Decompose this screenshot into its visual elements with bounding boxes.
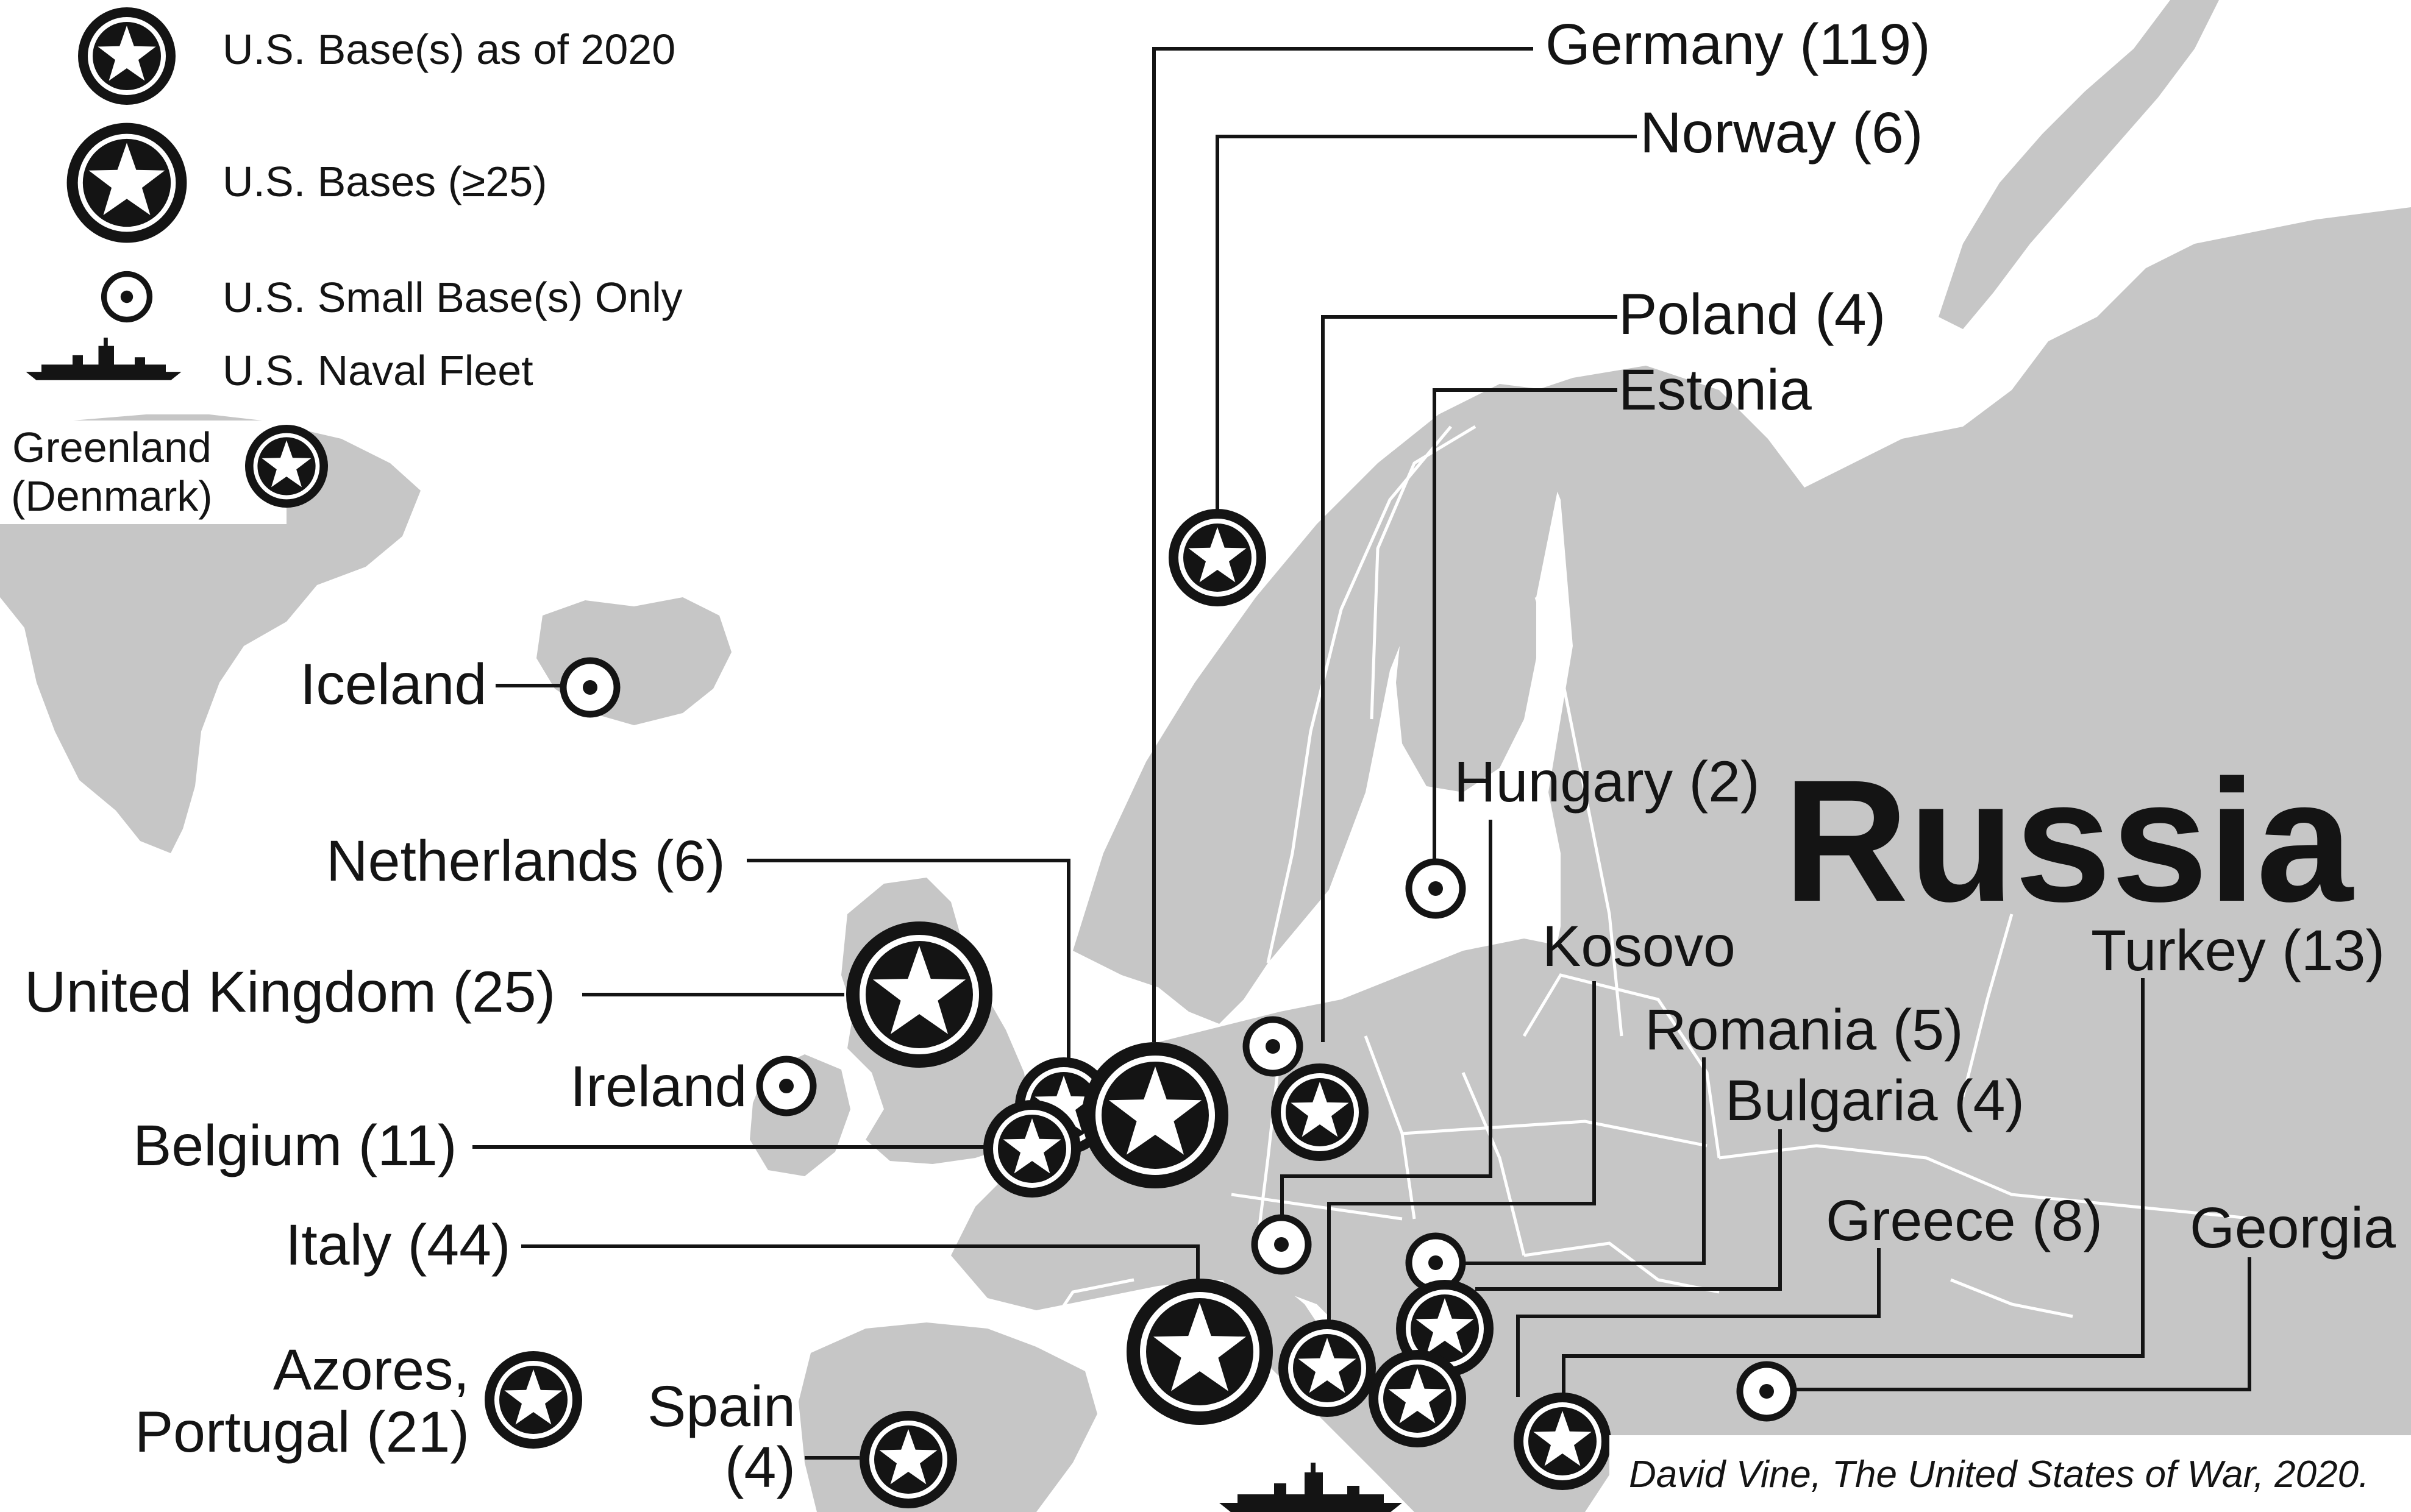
legend-label-small-base: U.S. Small Base(s) Only (223, 274, 683, 321)
bulgaria-label: Bulgaria (4) (1725, 1068, 2025, 1133)
legend-large-base-star-icon (66, 122, 187, 243)
hungary-small-base-icon (1255, 1218, 1308, 1271)
poland-label: Poland (4) (1619, 282, 1886, 347)
legend: U.S. Base(s) as of 2020 U.S. Bases (≥25)… (0, 0, 683, 414)
spain-base-marker-icon (860, 1411, 957, 1508)
spain-label-line1: Spain (647, 1374, 796, 1439)
iceland-land (536, 597, 732, 725)
azores-label-line2: Portugal (21) (135, 1400, 469, 1464)
romania-label: Romania (5) (1645, 998, 1964, 1062)
legend-base-star-icon (78, 7, 176, 105)
finland-land (1396, 421, 1561, 792)
estonia-small-base-icon (1409, 862, 1462, 915)
iceland-label: Iceland (300, 652, 486, 717)
greece-label: Greece (8) (1826, 1188, 2103, 1253)
country-borders (1035, 425, 2256, 1348)
turkey-base-marker-icon (1514, 1393, 1611, 1490)
belgium-base-marker-icon (983, 1100, 1081, 1198)
hungary-label: Hungary (2) (1454, 750, 1760, 814)
greenland-base-marker-icon (245, 425, 328, 508)
norway-label: Norway (6) (1640, 101, 1923, 165)
united-kingdom-label: United Kingdom (25) (24, 960, 555, 1024)
georgia-label: Georgia (2190, 1196, 2396, 1260)
legend-label-base: U.S. Base(s) as of 2020 (223, 26, 675, 73)
azores-base-marker-icon (485, 1351, 582, 1449)
poland-base-marker-icon (1271, 1063, 1369, 1161)
netherlands-label: Netherlands (6) (326, 829, 725, 893)
credit-text: David Vine, The United States of War, 20… (1629, 1453, 2369, 1496)
estonia-label: Estonia (1619, 358, 1812, 422)
ireland-small-base-icon (760, 1059, 813, 1113)
kosovo-label: Kosovo (1542, 914, 1736, 979)
ireland-label: Ireland (570, 1054, 747, 1119)
greenland-label-line1: Greenland (12, 424, 212, 471)
iceland-small-base-icon (563, 661, 617, 714)
legend-label-naval-fleet: U.S. Naval Fleet (223, 347, 533, 394)
italy-label: Italy (44) (285, 1213, 511, 1277)
italy-large-base-icon (1127, 1279, 1273, 1425)
greenland-label-line2: (Denmark) (11, 472, 213, 520)
legend-label-large-base: U.S. Bases (≥25) (223, 158, 547, 205)
united-kingdom-large-base-icon (846, 921, 992, 1068)
russia-region-label: Russia (1783, 744, 2354, 938)
spain-label-line2: (4) (725, 1435, 796, 1500)
arctic-island-land (1939, 0, 2219, 329)
georgia-small-base-icon (1740, 1365, 1793, 1418)
credit-box: David Vine, The United States of War, 20… (1609, 1435, 2411, 1512)
turkey-label: Turkey (13) (2091, 918, 2385, 983)
poland-small-base-icon (1246, 1020, 1300, 1073)
legend-small-base-dot-icon (104, 274, 150, 320)
kosovo-base-marker-icon (1278, 1319, 1376, 1417)
germany-large-base-icon (1082, 1042, 1228, 1188)
country-labels: Germany (119) Norway (6) Poland (4) Esto… (0, 12, 2396, 1500)
greece-base-marker-icon (1369, 1350, 1466, 1447)
germany-label: Germany (119) (1545, 12, 1931, 77)
belgium-label: Belgium (11) (133, 1113, 457, 1178)
norway-base-marker-icon (1169, 509, 1266, 606)
azores-label-line1: Azores, (273, 1338, 469, 1402)
arctic-island-2-land (2219, 219, 2411, 402)
